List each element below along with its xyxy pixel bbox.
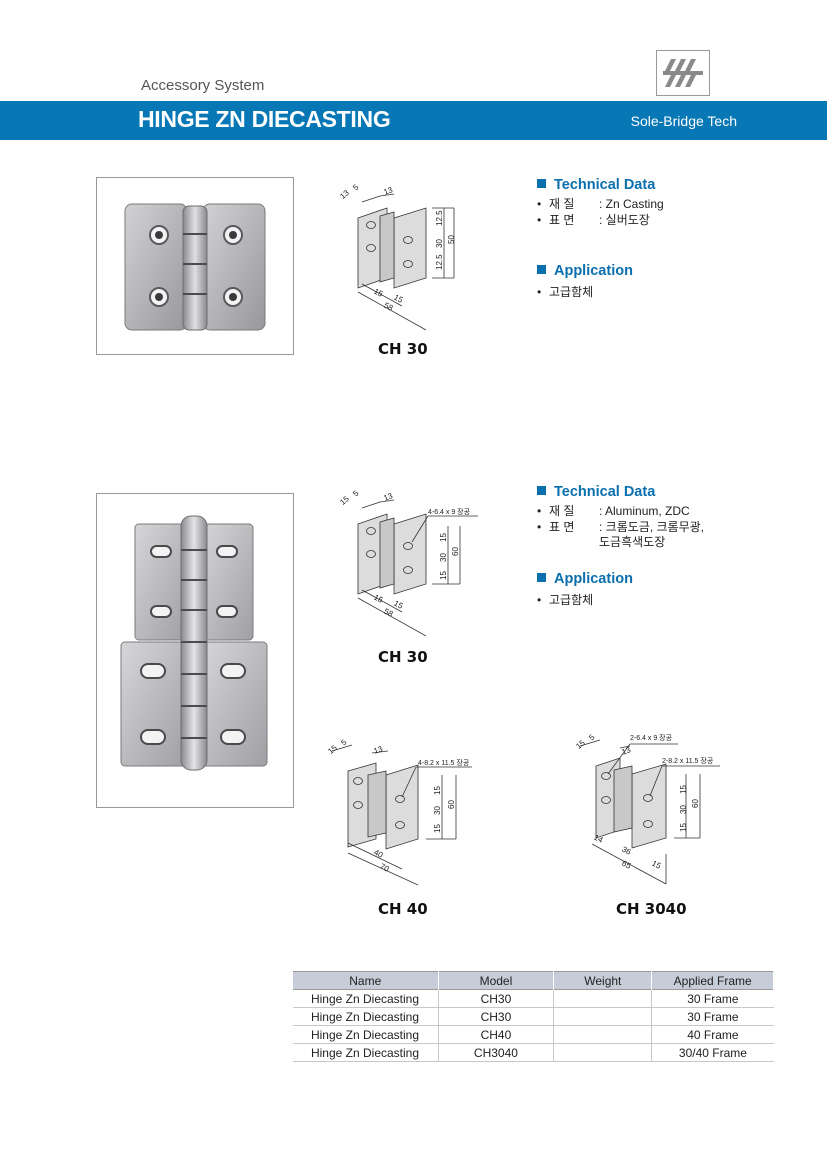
cell-model: CH40 [437,1025,554,1044]
cell-weight [553,1025,652,1044]
brand-logo-icon [656,50,710,96]
dim-4: 15 [433,786,442,795]
drawing-ch3040: 15 5 13 2-6.4 x 9 장공 2-8.2 x 11.5 장공 15 … [574,732,720,885]
application-list: •고급함체 [537,593,594,607]
drawing-ch40: 15 5 13 4-8.2 x 11.5 장공 15 30 15 60 40 7… [326,737,472,886]
dim-2: 5 [587,732,597,742]
cell-name: Hinge Zn Diecasting [292,989,439,1008]
dim-8: 40 [372,848,385,860]
dim-3: 13 [620,745,632,757]
cell-frame: 30 Frame [651,989,774,1008]
cell-weight [553,1007,652,1026]
table-row: Hinge Zn Diecasting CH3040 30/40 Frame [292,1043,774,1062]
cell-name: Hinge Zn Diecasting [292,1025,439,1044]
cell-model: CH3040 [437,1043,554,1062]
dim-5: 30 [439,553,448,562]
cell-frame: 30/40 Frame [651,1043,774,1062]
dim-4: 12.5 [435,210,444,226]
dim-5: 30 [679,805,688,814]
dim-3: 13 [382,185,394,197]
product-photo-ch30 [96,177,294,355]
cell-frame: 40 Frame [651,1025,774,1044]
application-heading: Application [537,263,633,279]
dim-9: 15 [392,293,405,305]
header-applied-frame: Applied Frame [651,971,774,990]
table-row: Hinge Zn Diecasting CH40 40 Frame [292,1025,774,1044]
dim-3: 13 [382,491,394,503]
drawing-ch30-b: 15 5 13 4-6.4 x 9 장공 15 30 15 60 15 15 5… [338,488,478,637]
dim-1: 15 [326,743,339,756]
cell-weight [553,989,652,1008]
hole-spec-1: 2-6.4 x 9 장공 [630,733,673,742]
header-name: Name [292,971,439,990]
technical-data-list: •재 질: Zn Casting •표 면: 실버도장 [537,197,664,227]
dim-2: 5 [351,182,361,192]
dim-9: 15 [392,599,405,611]
dim-8: 15 [372,287,385,299]
model-label: CH 30 [378,648,428,666]
dim-4: 15 [679,785,688,794]
dim-7: 60 [447,800,456,809]
dim-5: 30 [433,806,442,815]
technical-data-list: •재 질: Aluminum, ZDC •표 면: 크롬도금, 크롬무광, 도금… [537,504,704,549]
technical-data-heading: Technical Data [537,177,655,193]
header-weight: Weight [553,971,653,990]
dim-3: 13 [372,744,384,756]
table-header-row: Name Model Weight Applied Frame [292,971,774,990]
page-title: HINGE ZN DIECASTING [138,106,391,132]
model-label: CH 30 [378,340,428,358]
dim-7: 60 [691,799,700,808]
application-heading: Application [537,571,633,587]
header-model: Model [437,971,555,990]
hole-spec: 4-8.2 x 11.5 장공 [418,758,470,767]
model-label: CH 40 [378,900,428,918]
dim-6: 12.5 [435,254,444,270]
table-row: Hinge Zn Diecasting CH30 30 Frame [292,989,774,1008]
dim-8: 15 [372,593,385,605]
spec-table: Name Model Weight Applied Frame Hinge Zn… [292,971,774,1062]
brand-name: Sole-Bridge Tech [630,113,737,129]
dim-9: 36 [620,845,633,857]
cell-model: CH30 [437,989,554,1008]
dim-7: 50 [447,235,456,244]
model-label: CH 3040 [616,900,687,918]
cell-frame: 30 Frame [651,1007,774,1026]
dim-5: 30 [435,239,444,248]
application-list: •고급함체 [537,285,594,299]
technical-data-heading: Technical Data [537,484,655,500]
dim-11: 15 [650,859,663,871]
dim-4: 15 [439,533,448,542]
dim-7: 60 [451,547,460,556]
dim-6: 15 [433,824,442,833]
cell-name: Hinge Zn Diecasting [292,1043,439,1062]
table-row: Hinge Zn Diecasting CH30 30 Frame [292,1007,774,1026]
hole-spec-2: 2-8.2 x 11.5 장공 [662,756,714,765]
product-photo-ch30-ch40 [96,493,294,808]
cell-name: Hinge Zn Diecasting [292,1007,439,1026]
hole-spec: 4-6.4 x 9 장공 [428,507,471,516]
section-subtitle: Accessory System [141,77,265,94]
dim-2: 5 [339,737,349,747]
title-banner: HINGE ZN DIECASTING Sole-Bridge Tech [0,101,827,140]
cell-model: CH30 [437,1007,554,1026]
dim-6: 15 [679,823,688,832]
drawing-ch30-a: 13 5 13 12.5 30 12.5 50 15 15 58 [338,182,456,331]
dim-1: 15 [574,738,587,751]
dim-1: 15 [338,494,351,507]
dim-6: 15 [439,571,448,580]
dim-1: 13 [338,188,351,201]
dim-2: 5 [351,488,361,498]
cell-weight [553,1043,652,1062]
